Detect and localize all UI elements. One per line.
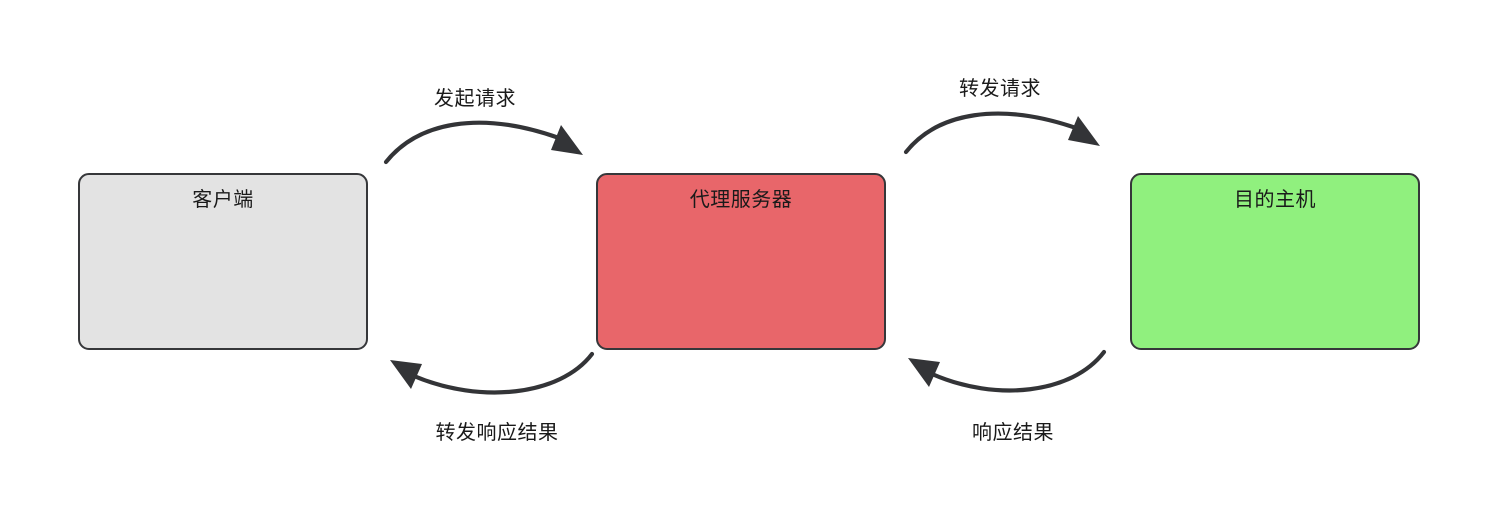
arrow-target-to-proxy <box>908 349 1107 393</box>
arrow-proxy-to-target-path <box>903 111 1079 155</box>
arrow-proxy-to-target <box>903 111 1100 155</box>
edge-label-proxy-to-client: 转发响应结果 <box>435 420 559 444</box>
arrow-proxy-to-target-head <box>1068 116 1100 146</box>
arrow-proxy-to-client-head <box>390 360 422 389</box>
arrow-target-to-proxy-head <box>908 358 940 387</box>
edge-label-proxy-to-target: 转发请求 <box>959 76 1041 100</box>
arrow-client-to-proxy-path <box>383 120 562 165</box>
node-proxy[interactable]: 代理服务器 <box>596 173 886 350</box>
node-client[interactable]: 客户端 <box>78 173 368 350</box>
edge-label-client-to-proxy: 发起请求 <box>434 86 516 110</box>
arrow-client-to-proxy-head <box>551 125 583 155</box>
edge-label-target-to-proxy: 响应结果 <box>972 420 1054 444</box>
arrow-proxy-to-client <box>390 351 595 395</box>
arrow-target-to-proxy-path <box>929 349 1107 393</box>
arrow-client-to-proxy <box>383 120 583 165</box>
node-client-label: 客户端 <box>192 187 254 211</box>
node-proxy-label: 代理服务器 <box>689 187 793 211</box>
node-target-label: 目的主机 <box>1234 187 1316 211</box>
arrow-proxy-to-client-path <box>411 351 595 395</box>
node-target[interactable]: 目的主机 <box>1130 173 1420 350</box>
